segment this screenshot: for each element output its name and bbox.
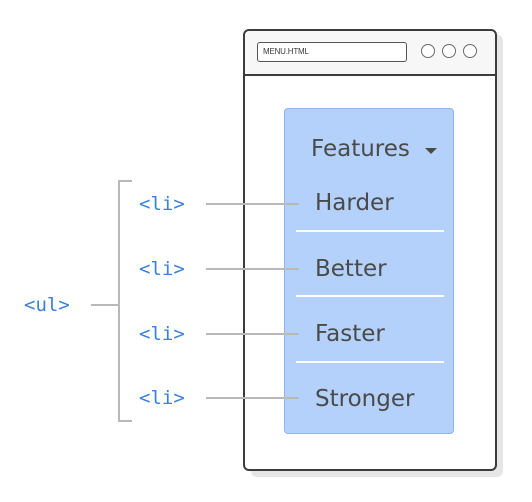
caret-down-icon[interactable] [425,148,437,154]
menu-item-faster[interactable]: Faster [315,321,385,347]
menu-item-harder[interactable]: Harder [315,190,394,216]
li-tag-label: <li> [139,193,185,215]
window-button-1-icon[interactable] [421,44,435,58]
menu-title[interactable]: Features [311,136,410,162]
li-connector-line [206,397,299,399]
li-tag-label: <li> [139,323,185,345]
ul-bracket-top [118,180,132,182]
ul-connector-line [91,304,118,306]
window-button-3-icon[interactable] [463,44,477,58]
li-connector-line [206,268,299,270]
li-tag-label: <li> [139,258,185,280]
ul-bracket [118,180,120,421]
dropdown-menu [284,108,454,434]
window-button-2-icon[interactable] [442,44,456,58]
window-titlebar: MENU.HTML [245,31,495,76]
menu-item-better[interactable]: Better [315,256,387,282]
li-connector-line [206,203,299,205]
menu-divider [296,230,444,232]
li-connector-line [206,333,299,335]
address-bar[interactable]: MENU.HTML [257,42,407,62]
menu-item-stronger[interactable]: Stronger [315,386,415,412]
menu-divider [296,295,444,297]
ul-tag-label: <ul> [24,294,70,316]
li-tag-label: <li> [139,387,185,409]
ul-bracket-bottom [118,420,132,422]
menu-divider [296,361,444,363]
